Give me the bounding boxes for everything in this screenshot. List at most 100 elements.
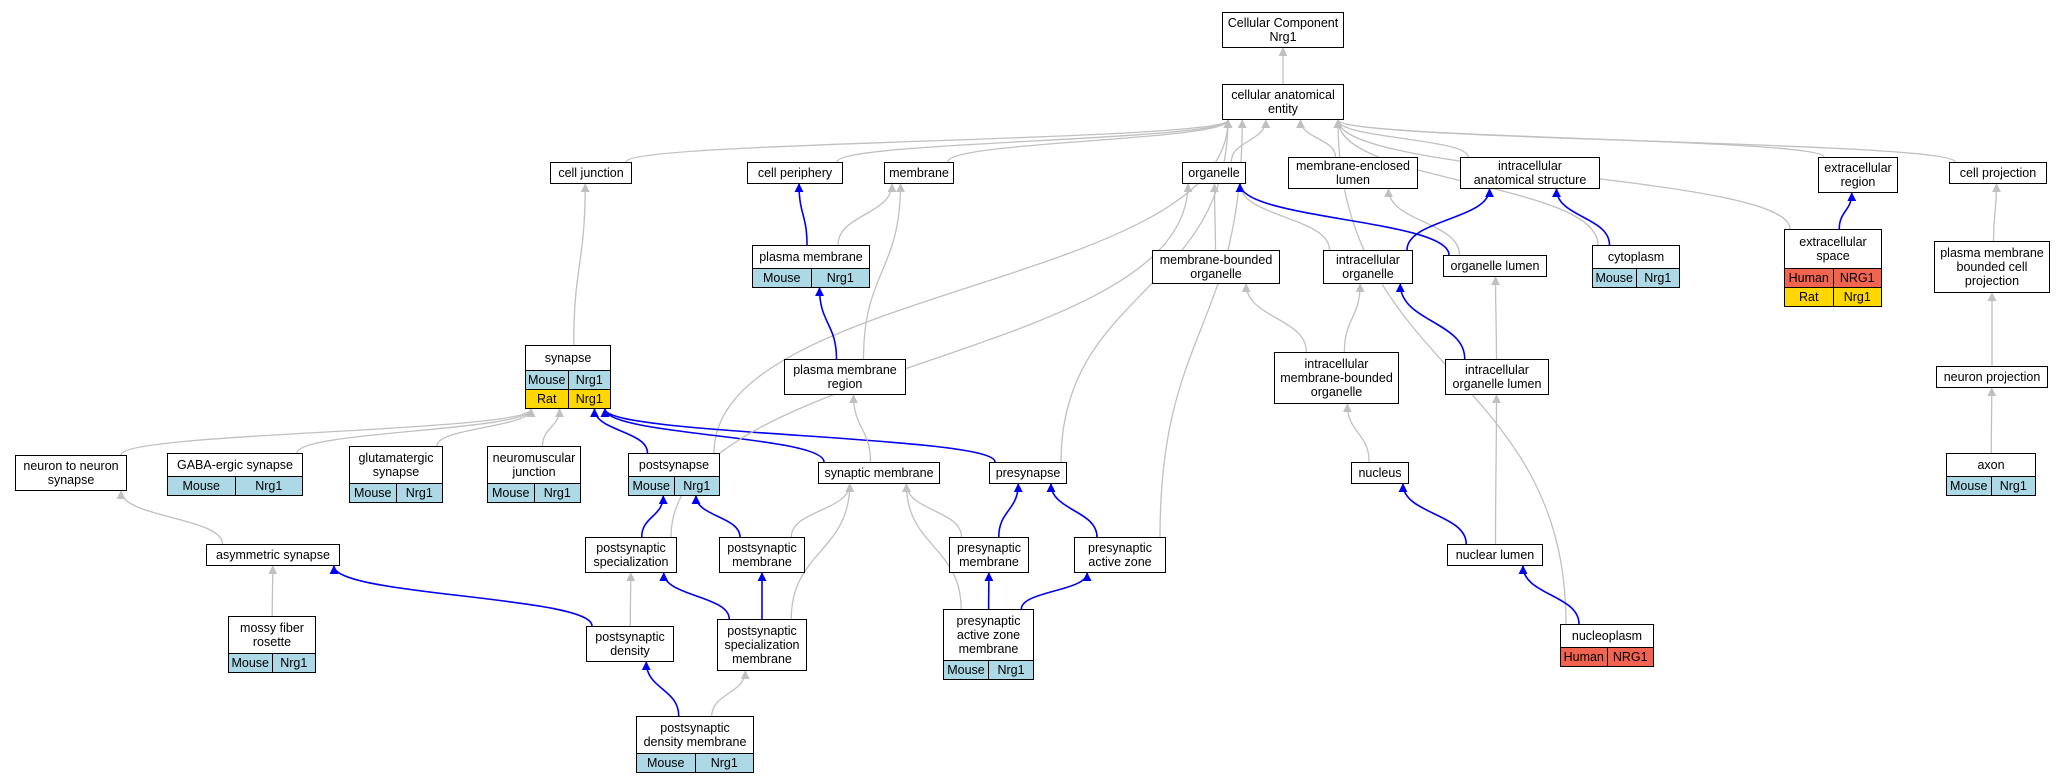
term-label: plasma membrane region — [793, 363, 897, 391]
term-node-cproj[interactable]: cell projection — [1949, 162, 2047, 184]
term-node-psd[interactable]: postsynaptic density — [586, 626, 674, 662]
species-cell: Mouse — [1947, 477, 1991, 495]
term-label: axon — [1977, 458, 2005, 472]
gene-cell: Nrg1 — [395, 484, 442, 502]
edge-pm-to-cp — [794, 183, 808, 246]
species-cell: Mouse — [229, 654, 272, 672]
term-label: synapse — [544, 351, 592, 365]
edge-mbo-to-org — [1210, 183, 1220, 251]
edge-io-to-ias — [1406, 188, 1494, 251]
term-label: postsynapse — [638, 458, 710, 472]
term-node-pss[interactable]: postsynaptic specialization — [585, 537, 677, 573]
term-node-sm[interactable]: synaptic membrane — [818, 462, 940, 484]
gene-cell: Nrg1 — [1990, 477, 2035, 495]
term-label: membrane — [889, 166, 949, 180]
edge-pssm-to-pss — [659, 572, 731, 620]
term-node-iol[interactable]: intracellular organelle lumen — [1445, 359, 1549, 395]
edge-mel-to-cae — [1296, 119, 1337, 158]
term-node-nns[interactable]: neuron to neuron synapse — [15, 455, 127, 491]
term-label: nucleus — [1358, 466, 1402, 480]
term-node-cj[interactable]: cell junction — [550, 162, 632, 184]
term-node-mbo[interactable]: membrane-bounded organelle — [1152, 250, 1280, 284]
term-node-cae[interactable]: cellular anatomical entity — [1222, 84, 1344, 120]
term-node-pmbcp[interactable]: plasma membrane bounded cell projection — [1934, 241, 2050, 293]
term-node-prm[interactable]: presynaptic membrane — [949, 537, 1029, 573]
term-label: glutamatergic synapse — [358, 451, 434, 479]
term-node-ol[interactable]: organelle lumen — [1443, 255, 1547, 277]
term-node-mel[interactable]: membrane-enclosed lumen — [1288, 157, 1418, 189]
gene-cell: Nrg1 — [533, 484, 580, 502]
term-node-pre[interactable]: presynapse — [989, 462, 1067, 484]
term-node-imbo[interactable]: intracellular membrane-bounded organelle — [1274, 352, 1399, 404]
edge-imbo-to-mbo — [1241, 283, 1308, 353]
term-node-mem[interactable]: membrane — [884, 162, 954, 184]
term-label: mossy fiber rosette — [240, 621, 304, 649]
edge-io-to-org — [1235, 183, 1331, 251]
edge-cproj-to-cae — [1333, 119, 1956, 163]
edge-pss-to-post — [640, 495, 668, 538]
edge-psd-to-pss — [626, 572, 636, 627]
species-cell: Mouse — [488, 484, 534, 502]
edge-asym-to-nns — [116, 490, 224, 545]
term-label: plasma membrane bounded cell projection — [1940, 246, 2044, 288]
term-label: intracellular anatomical structure — [1473, 159, 1587, 187]
term-node-nl[interactable]: nuclear lumen — [1447, 544, 1543, 566]
edge-iol-to-ol — [1491, 276, 1501, 360]
term-node-asym[interactable]: asymmetric synapse — [206, 544, 340, 566]
term-node-cp[interactable]: cell periphery — [747, 162, 843, 184]
term-node-ecr[interactable]: extracellular region — [1818, 157, 1898, 193]
species-cell: Mouse — [526, 371, 568, 389]
edge-prm-to-pre — [997, 483, 1023, 538]
edge-sm-to-syn — [600, 408, 825, 463]
term-node-pssm[interactable]: postsynaptic specialization membrane — [717, 619, 807, 671]
term-node-io[interactable]: intracellular organelle — [1323, 250, 1413, 284]
term-node-paz[interactable]: presynaptic active zone — [1074, 537, 1166, 573]
gene-cell: Nrg1 — [271, 654, 315, 672]
term-node-cc[interactable]: Cellular Component Nrg1 — [1222, 12, 1344, 48]
term-node-psm[interactable]: postsynaptic membrane — [719, 537, 805, 573]
edge-nns-to-syn — [120, 408, 536, 456]
term-node-np[interactable]: neuron projection — [1936, 366, 2048, 388]
term-label: postsynaptic specialization membrane — [724, 624, 800, 666]
term-label: membrane-enclosed lumen — [1296, 159, 1410, 187]
edge-psd-to-asym — [329, 565, 593, 627]
gene-cell: NRG1 — [1606, 648, 1653, 666]
term-label: neuron projection — [1943, 370, 2041, 384]
species-cell: Mouse — [350, 484, 396, 502]
species-cell: Mouse — [753, 269, 811, 287]
gene-cell: Nrg1 — [567, 371, 610, 389]
edge-cj-to-cae — [625, 119, 1233, 163]
term-label: intracellular organelle — [1336, 253, 1400, 281]
term-node-ias[interactable]: intracellular anatomical structure — [1460, 157, 1600, 189]
term-label: Cellular Component Nrg1 — [1227, 16, 1339, 44]
term-node-org[interactable]: organelle — [1182, 162, 1246, 184]
term-label: nuclear lumen — [1455, 548, 1535, 562]
term-node-pmr[interactable]: plasma membrane region — [784, 359, 906, 395]
gene-cell: Nrg1 — [567, 390, 610, 408]
term-label: cytoplasm — [1607, 250, 1665, 264]
term-node-nuc[interactable]: nucleus — [1351, 462, 1409, 484]
species-cell: Mouse — [1593, 269, 1636, 287]
edge-nplasm-to-nl — [1518, 565, 1580, 625]
term-label: synaptic membrane — [824, 466, 934, 480]
term-label: presynaptic active zone — [1088, 541, 1152, 569]
species-cell: Mouse — [168, 477, 235, 495]
